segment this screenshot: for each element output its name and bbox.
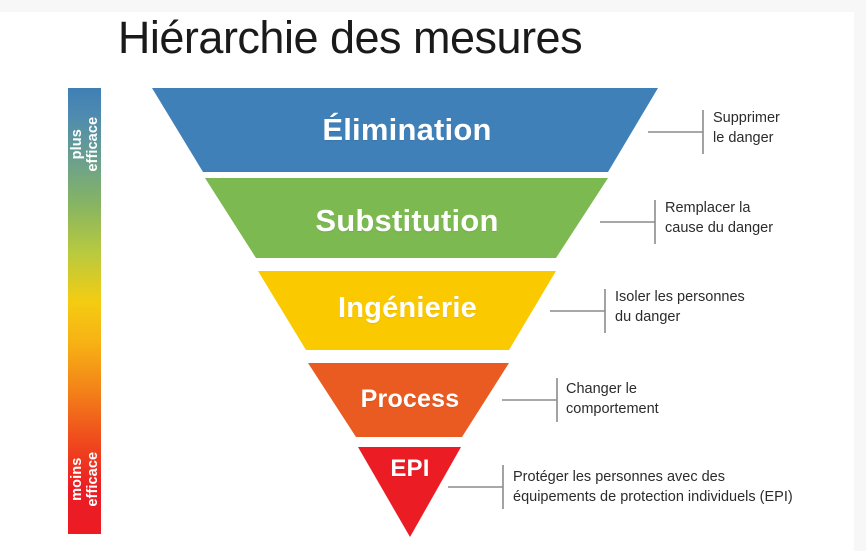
funnel-label-process: Process [360, 385, 460, 413]
annotation-epi-line1: Protéger les personnes avec des [513, 469, 725, 485]
annotation-ingenierie: Isoler les personnes du danger [615, 288, 745, 327]
funnel-label-epi: EPI [390, 455, 430, 482]
efficacy-label-least-line2: efficace [85, 451, 101, 507]
annotation-process-line2: comportement [566, 400, 659, 417]
efficacy-label-most: plus efficace [69, 103, 101, 185]
annotation-ingenierie-line1: Isoler les personnes [615, 289, 745, 305]
funnel-label-substitution: Substitution [315, 203, 499, 238]
annotation-ingenierie-line2: du danger [615, 308, 681, 325]
efficacy-label-least-line1: moins [68, 457, 85, 501]
efficacy-gradient-bar: plus efficace moins efficace [68, 88, 101, 534]
page-backdrop-top [0, 0, 866, 14]
efficacy-label-most-line2: efficace [85, 116, 101, 172]
page-backdrop-right [852, 0, 866, 551]
funnel-label-ingenierie: Ingénierie [338, 292, 477, 324]
efficacy-label-most-line1: plus [68, 129, 85, 160]
efficacy-label-least: moins efficace [69, 438, 101, 520]
page-title: Hiérarchie des mesures [117, 12, 583, 63]
annotation-substitution: Remplacer la cause du danger [665, 199, 773, 238]
annotation-epi: Protéger les personnes avec des équipeme… [513, 468, 793, 507]
annotation-elimination-line2: le danger [713, 129, 774, 146]
funnel-label-elimination: Élimination [322, 112, 492, 147]
annotation-substitution-line1: Remplacer la [665, 200, 751, 216]
annotation-process-line1: Changer le [566, 381, 637, 397]
annotation-substitution-line2: cause du danger [665, 219, 774, 236]
annotation-elimination-line1: Supprimer [713, 110, 780, 126]
annotation-elimination: Supprimer le danger [713, 109, 780, 148]
annotation-epi-line2: équipements de protection individuels (E… [513, 488, 793, 505]
annotation-process: Changer le comportement [566, 380, 659, 419]
